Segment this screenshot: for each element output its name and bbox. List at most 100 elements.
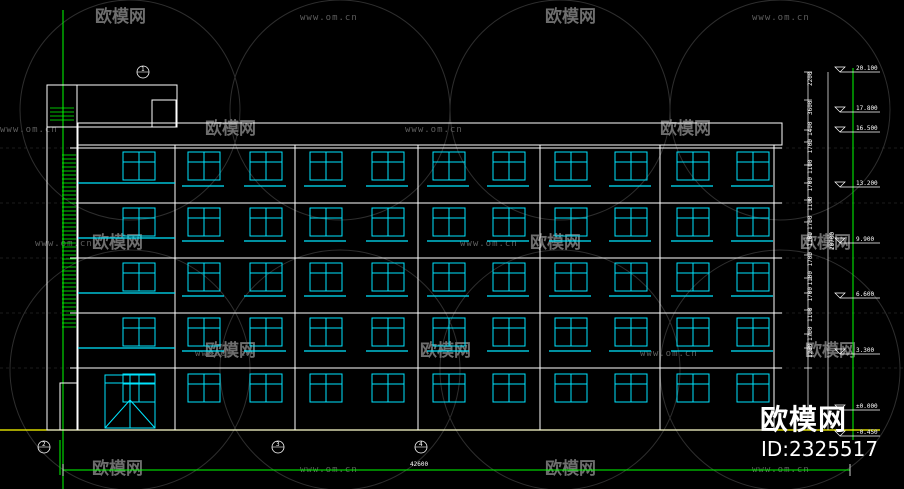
elevation-marker: 3.300 — [834, 347, 880, 355]
elevation-label: 13.200 — [856, 180, 878, 187]
elevation-marker: 9.900 — [834, 236, 880, 244]
watermark-url: www.om.cn — [460, 239, 518, 249]
window — [492, 373, 526, 403]
elevation-label: 17.800 — [856, 105, 878, 112]
window — [371, 373, 405, 403]
watermark-site-name: 欧模网 — [545, 6, 596, 27]
elevation-markers: 20.100 17.800 16.500 13.200 9.900 6.600 3.300 ±… — [834, 65, 880, 437]
watermark-site-name: 欧模网 — [205, 118, 256, 139]
window — [309, 151, 343, 181]
watermark-url: www.om.cn — [300, 13, 358, 23]
elevation-label: 16.500 — [856, 125, 878, 132]
section-mark-label: 4 — [419, 441, 423, 448]
watermark-site-name: 欧模网 — [800, 232, 851, 253]
vertical-dim-label: 1400 — [807, 121, 814, 136]
watermark-site-name: 欧模网 — [92, 458, 143, 479]
window — [122, 207, 156, 237]
window — [554, 317, 588, 347]
window — [249, 207, 283, 237]
vertical-dim-label: 1200 — [807, 343, 814, 358]
vertical-dim-label: 1100 — [807, 159, 814, 174]
window — [187, 262, 221, 292]
window — [676, 262, 710, 292]
window — [736, 373, 770, 403]
window — [554, 207, 588, 237]
balcony-rails — [78, 182, 773, 352]
elevation-label: 9.900 — [856, 236, 874, 243]
elevation-label: ±0.000 — [856, 403, 878, 410]
window — [554, 151, 588, 181]
overall-width-label: 42600 — [410, 461, 428, 468]
brand-id-text: ID:2325517 — [761, 437, 879, 461]
window — [614, 262, 648, 292]
window — [614, 207, 648, 237]
watermark-url: www.om.cn — [752, 13, 810, 23]
vertical-dim-label: 1700 — [807, 177, 814, 192]
vertical-dim-label: 1100 — [807, 307, 814, 322]
window — [492, 207, 526, 237]
window — [371, 151, 405, 181]
vertical-dim-label: 1700 — [807, 326, 814, 341]
section-mark: 1 — [136, 65, 150, 79]
elevation-marker: 17.800 — [834, 105, 880, 113]
window — [309, 262, 343, 292]
watermark-url: www.om.cn — [195, 349, 253, 359]
elevation-label: 6.600 — [856, 291, 874, 298]
section-mark-label: 3 — [276, 441, 280, 448]
window — [371, 262, 405, 292]
section-mark: 2 — [37, 440, 51, 454]
window — [371, 207, 405, 237]
window — [122, 373, 156, 403]
window — [187, 317, 221, 347]
window — [614, 373, 648, 403]
watermark-url: www.om.cn — [35, 239, 93, 249]
window — [736, 207, 770, 237]
window — [676, 207, 710, 237]
section-mark: 3 — [271, 440, 285, 454]
brand-logo-text: 欧模网 — [760, 403, 848, 436]
watermark-site-name: 欧模网 — [205, 340, 256, 361]
vertical-dim-label: 1700 — [807, 139, 814, 154]
window — [122, 151, 156, 181]
elevation-marker: -0.450 — [834, 429, 880, 437]
overall-width-dimension: 42600 — [62, 461, 851, 476]
watermark-site-name: 欧模网 — [95, 6, 146, 27]
window — [432, 373, 466, 403]
elevation-label: -0.450 — [856, 429, 878, 436]
watermark-site-name: 欧模网 — [660, 118, 711, 139]
vertical-dim-label: 1100 — [807, 271, 814, 286]
windows — [122, 151, 770, 403]
elevation-label: 20.100 — [856, 65, 878, 72]
window — [736, 151, 770, 181]
watermark-circles — [9, 0, 901, 489]
window — [554, 262, 588, 292]
vertical-dim-label: 1100 — [807, 196, 814, 211]
window — [432, 151, 466, 181]
window — [249, 317, 283, 347]
window — [432, 262, 466, 292]
window — [371, 317, 405, 347]
window — [492, 151, 526, 181]
watermark-url: www.om.cn — [640, 349, 698, 359]
elevation-marker: 20.100 — [834, 65, 880, 73]
axis-lines — [59, 10, 854, 489]
window — [492, 262, 526, 292]
vertical-dim-label: 2200 — [807, 71, 814, 86]
window — [249, 151, 283, 181]
section-mark: 4 — [414, 440, 428, 454]
entrance-doors — [104, 374, 156, 429]
watermark-url: www.om.cn — [405, 125, 463, 135]
watermark-url: www.om.cn — [0, 125, 58, 135]
vertical-dimensions: 2200360014001700110017001100170011001700… — [804, 71, 836, 430]
window — [554, 373, 588, 403]
vertical-dim-label: 1100 — [807, 232, 814, 247]
window — [249, 262, 283, 292]
watermark-site-name: 欧模网 — [92, 232, 143, 253]
elevation-marker: 6.600 — [834, 291, 880, 299]
window — [492, 317, 526, 347]
watermark-site-name: 欧模网 — [530, 232, 581, 253]
window — [736, 317, 770, 347]
window — [309, 373, 343, 403]
window — [187, 373, 221, 403]
